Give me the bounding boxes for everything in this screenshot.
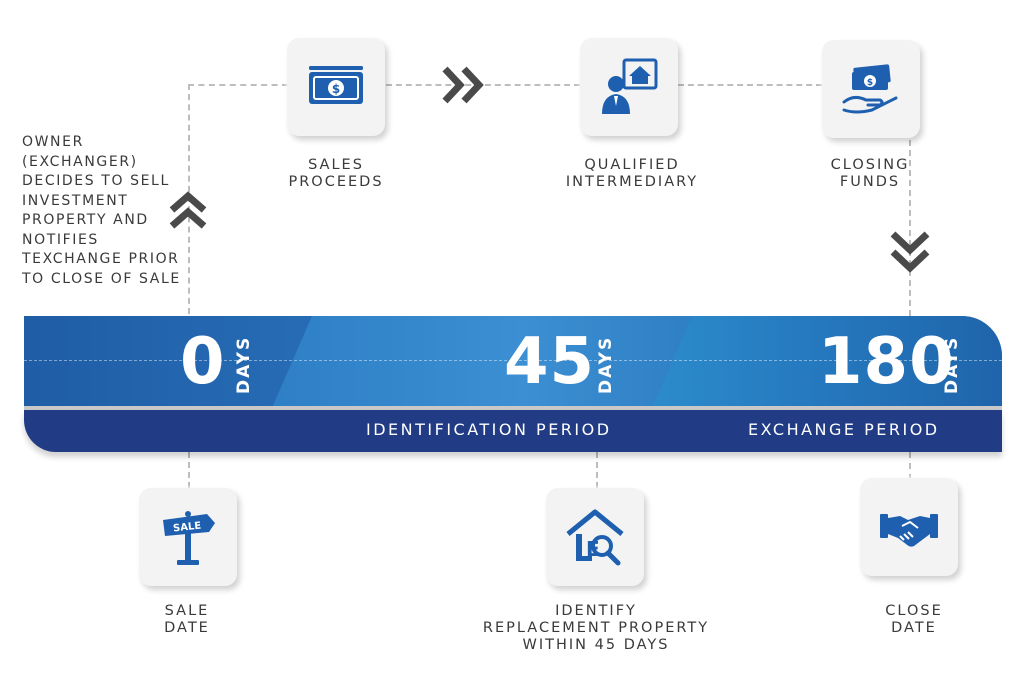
close-date-label: CLOSE DATE [854, 603, 974, 637]
connector-close-date [909, 452, 911, 480]
identification-period-label: IDENTIFICATION PERIOD [366, 420, 612, 439]
timeline-days-strip [24, 316, 1002, 408]
identify-property-tile: E [546, 488, 644, 586]
svg-text:$: $ [332, 82, 340, 96]
close-date-line1: CLOSE [885, 603, 943, 619]
money-in-hand-icon: $ [842, 64, 898, 114]
timeline-divider [24, 406, 1002, 410]
timeline-segment-45 [272, 316, 692, 408]
connector-top-left [188, 84, 288, 86]
chevron-down-icon [890, 231, 930, 273]
qualified-intermediary-label: QUALIFIED INTERMEDIARY [548, 157, 716, 191]
exchange-period-label: EXCHANGE PERIOD [748, 420, 940, 439]
closing-funds-line1: CLOSING [830, 157, 910, 173]
closing-funds-line2: FUNDS [839, 174, 901, 190]
milestone-45-number: 45 [504, 325, 596, 399]
svg-text:$: $ [867, 78, 873, 88]
timeline-dashed-line [24, 360, 1002, 361]
qualified-intermediary-line2: INTERMEDIARY [565, 174, 699, 190]
identify-property-line2: REPLACEMENT PROPERTY [482, 620, 710, 636]
intro-text: OWNER (EXCHANGER) DECIDES TO SELL INVEST… [22, 134, 181, 287]
svg-text:SALE: SALE [173, 521, 202, 535]
milestone-45-unit: DAYS [596, 335, 616, 394]
closing-funds-label: CLOSING FUNDS [790, 157, 950, 191]
close-date-line2: DATE [891, 620, 937, 636]
sale-date-label: SALE DATE [128, 603, 246, 637]
timeline-segment-180 [652, 316, 1002, 408]
sales-proceeds-line2: PROCEEDS [288, 174, 384, 190]
chevron-right-icon [442, 66, 484, 104]
milestone-180-unit: DAYS [942, 335, 962, 394]
sale-date-tile: SALE [139, 488, 237, 586]
close-date-tile [860, 478, 958, 576]
handshake-icon [880, 514, 938, 547]
connector-top-right [678, 84, 822, 86]
house-search-icon: E [566, 509, 624, 566]
qualified-intermediary-line1: QUALIFIED [584, 157, 680, 173]
agent-house-icon [602, 58, 658, 114]
sale-date-line1: SALE [164, 603, 210, 619]
sale-sign-icon: SALE [163, 511, 215, 565]
closing-funds-tile: $ [822, 40, 920, 138]
milestone-0-unit: DAYS [234, 335, 254, 394]
cash-icon: $ [309, 66, 363, 104]
sale-date-line2: DATE [164, 620, 210, 636]
milestone-180-number: 180 [818, 325, 955, 399]
sales-proceeds-label: SALES PROCEEDS [260, 157, 412, 191]
qualified-intermediary-tile [580, 38, 678, 136]
sales-proceeds-line1: SALES [308, 157, 364, 173]
identify-property-label: IDENTIFY REPLACEMENT PROPERTY WITHIN 45 … [470, 603, 722, 654]
identify-property-line1: IDENTIFY [555, 603, 637, 619]
identify-property-line3: WITHIN 45 DAYS [522, 637, 670, 653]
connector-right-vertical [909, 140, 911, 316]
timeline-band: 0 DAYS 45 DAYS 180 DAYS IDENTIFICATION P… [24, 316, 1002, 452]
timeline-period-strip [24, 410, 1002, 452]
milestone-0-number: 0 [180, 325, 226, 399]
chevron-up-icon [169, 191, 207, 229]
sales-proceeds-tile: $ [287, 38, 385, 136]
connector-identify [596, 452, 598, 488]
connector-sale-date [188, 452, 190, 488]
